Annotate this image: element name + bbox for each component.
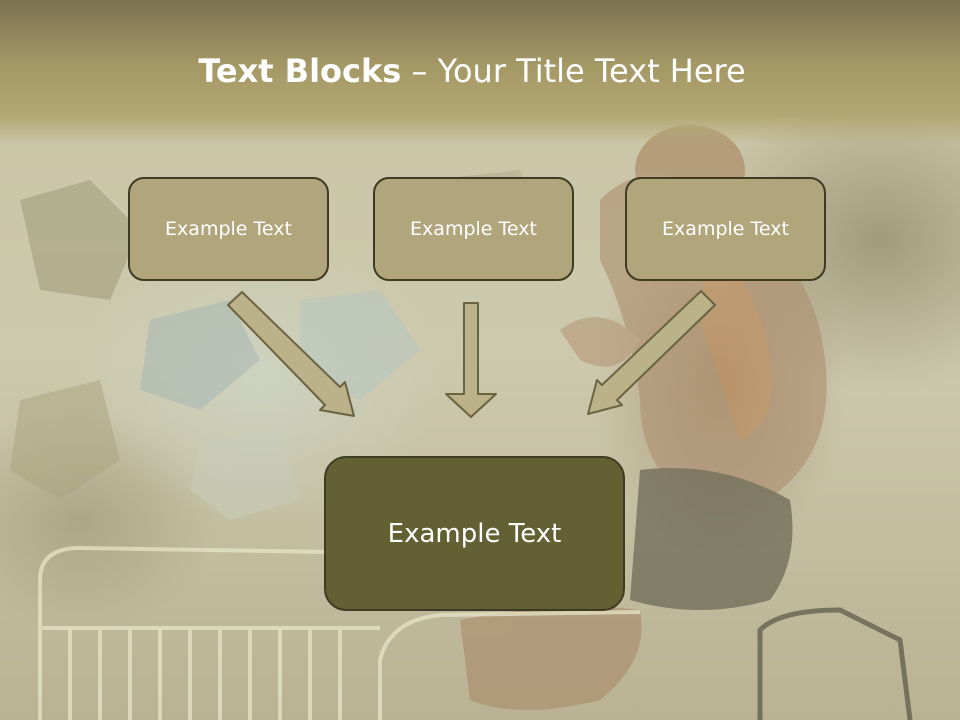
title-rest: – Your Title Text Here <box>401 52 746 90</box>
arrow-left <box>227 291 355 417</box>
bed-frame <box>38 545 641 720</box>
text-block-3-label: Example Text <box>662 218 789 240</box>
arrow-right <box>587 290 716 415</box>
text-block-2[interactable]: Example Text <box>373 177 574 281</box>
main-text-block[interactable]: Example Text <box>324 456 625 611</box>
text-block-1[interactable]: Example Text <box>128 177 329 281</box>
arrow-center <box>445 302 497 418</box>
main-text-block-label: Example Text <box>387 518 562 549</box>
title-bold: Text Blocks <box>198 52 402 90</box>
text-block-1-label: Example Text <box>165 218 292 240</box>
bed-frame-right <box>757 607 913 720</box>
slide-title: Text Blocks – Your Title Text Here <box>0 52 944 90</box>
title-band <box>0 0 960 145</box>
text-block-2-label: Example Text <box>410 218 537 240</box>
text-block-3[interactable]: Example Text <box>625 177 826 281</box>
